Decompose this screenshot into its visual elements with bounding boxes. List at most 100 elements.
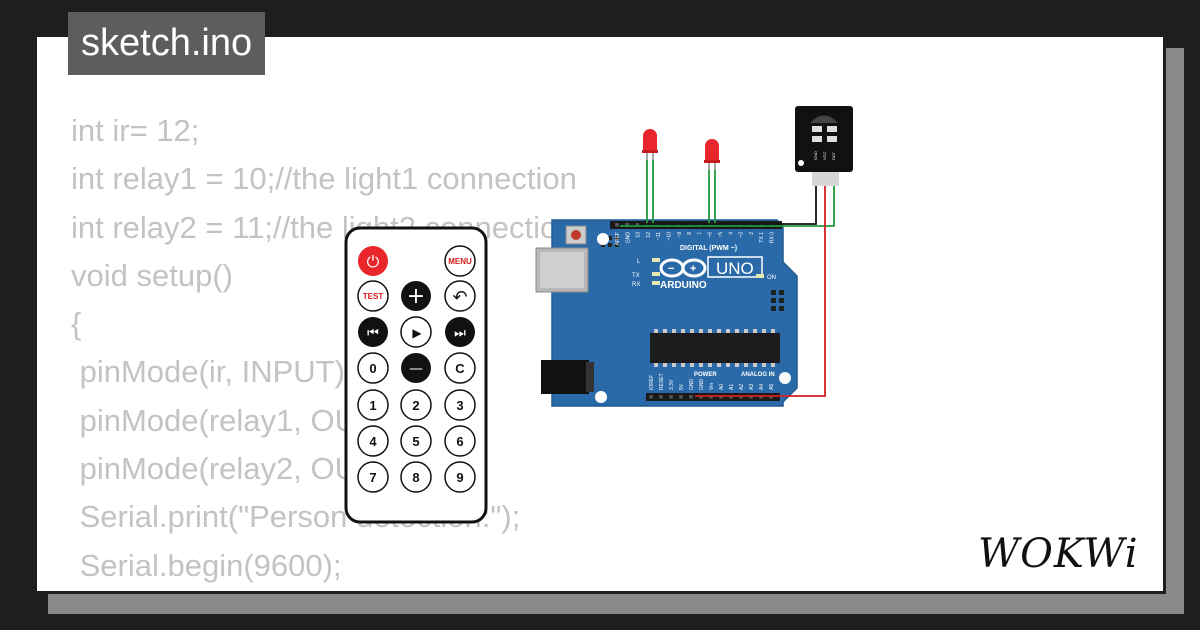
remote-minus-button[interactable]: — xyxy=(401,353,431,383)
pin-label: ~10 xyxy=(667,232,673,241)
remote-8-button[interactable]: 8 xyxy=(400,461,432,493)
pin-label: Vin xyxy=(709,383,715,390)
remote-0-button[interactable]: 0 xyxy=(357,352,389,384)
chip-pin xyxy=(717,363,721,367)
pin-label: A2 xyxy=(739,384,745,390)
svg-text:+: + xyxy=(690,263,696,275)
ir-remote[interactable]: ⏻ MENU TEST + ↶ ⏮ ▶ ⏭ xyxy=(344,226,488,524)
header-pin[interactable] xyxy=(635,223,640,227)
led-rx-label: RX xyxy=(632,282,640,288)
pin-label: A0 xyxy=(719,384,725,390)
chip-pin xyxy=(708,329,712,333)
chip-pin xyxy=(681,363,685,367)
chip-pin xyxy=(726,363,730,367)
remote-back-button[interactable]: ↶ xyxy=(444,280,476,312)
remote-3-button[interactable]: 3 xyxy=(444,389,476,421)
chip-pin xyxy=(690,363,694,367)
led-tx-label: TX xyxy=(632,273,640,279)
pin-label: 2 xyxy=(749,232,755,235)
header-pin[interactable] xyxy=(689,395,693,399)
pin-label: 12 xyxy=(646,232,652,238)
remote-next-button[interactable]: ⏭ xyxy=(445,317,475,347)
ir-pin-label-dat: DAT xyxy=(831,152,836,160)
svg-text:C: C xyxy=(455,361,465,376)
code-line: pinMode(ir, INPUT); xyxy=(71,354,354,390)
pin-label: RX 0 xyxy=(770,232,776,243)
header-pin[interactable] xyxy=(625,223,630,227)
svg-text:6: 6 xyxy=(456,434,463,449)
remote-play-button[interactable]: ▶ xyxy=(400,316,432,348)
remote-2-button[interactable]: 2 xyxy=(400,389,432,421)
ir-receiver-module[interactable]: GND VCC DAT xyxy=(795,106,853,186)
remote-9-button[interactable]: 9 xyxy=(444,461,476,493)
header-pin[interactable] xyxy=(649,395,653,399)
chip-pin xyxy=(744,363,748,367)
header-pin[interactable] xyxy=(679,395,683,399)
wire-ir-gnd xyxy=(639,186,817,226)
svg-text:9: 9 xyxy=(456,470,463,485)
svg-text:⏻: ⏻ xyxy=(367,252,380,271)
pin-label: ~5 xyxy=(718,232,724,238)
svg-text:—: — xyxy=(409,361,423,377)
svg-text:8: 8 xyxy=(412,470,419,485)
wires xyxy=(620,160,835,397)
wire-ir-dat xyxy=(620,186,835,227)
chip-pin xyxy=(708,363,712,367)
remote-6-button[interactable]: 6 xyxy=(444,425,476,457)
pin-label: ~6 xyxy=(708,232,714,238)
ir-pin-label-gnd: GND xyxy=(813,151,818,160)
board-model: UNO xyxy=(716,259,754,278)
power-label: POWER xyxy=(694,372,717,378)
header-pin[interactable] xyxy=(659,395,663,399)
svg-text:3: 3 xyxy=(456,398,463,413)
digital-label: DIGITAL (PWM ~) xyxy=(680,245,737,252)
code-line: { xyxy=(71,306,82,342)
board-brand: ARDUINO xyxy=(660,280,707,291)
svg-text:WOKWi: WOKWi xyxy=(978,531,1139,577)
remote-power-button[interactable]: ⏻ xyxy=(358,246,388,276)
remote-4-button[interactable]: 4 xyxy=(357,425,389,457)
svg-text:MENU: MENU xyxy=(448,257,472,266)
led-1[interactable] xyxy=(642,129,658,160)
power-header xyxy=(646,393,780,401)
code-line: void setup() xyxy=(71,257,233,293)
chip-pin xyxy=(762,329,766,333)
remote-menu-button[interactable]: MENU xyxy=(444,245,476,277)
chip-pin xyxy=(735,329,739,333)
header-pin[interactable] xyxy=(669,395,673,399)
svg-text:7: 7 xyxy=(369,470,376,485)
chip-pin xyxy=(699,363,703,367)
sketch-file-name: sketch.ino xyxy=(68,12,266,75)
pin-label: GND xyxy=(699,379,705,391)
led-on-label: ON xyxy=(767,275,776,281)
pin-label: TX 1 xyxy=(759,232,765,243)
remote-c-button[interactable]: C xyxy=(444,352,476,384)
led-l-label: L xyxy=(637,259,641,265)
remote-7-button[interactable]: 7 xyxy=(357,461,389,493)
wokwi-logo: WOKWi xyxy=(978,531,1139,577)
remote-prev-button[interactable]: ⏮ xyxy=(358,317,388,347)
pin-label: 8 xyxy=(687,232,693,235)
analog-label: ANALOG IN xyxy=(741,372,775,378)
remote-plus-button[interactable]: + xyxy=(401,281,431,311)
led-2[interactable] xyxy=(704,139,720,170)
chip-pin xyxy=(726,329,730,333)
remote-5-button[interactable]: 5 xyxy=(400,425,432,457)
chip-pin xyxy=(672,363,676,367)
svg-text:4: 4 xyxy=(369,434,377,449)
arduino-logo: − + xyxy=(659,258,707,278)
header-pin[interactable] xyxy=(615,223,619,227)
pin-label: RESET xyxy=(659,373,665,390)
svg-text:↶: ↶ xyxy=(452,287,467,308)
pin-label: ~11 xyxy=(656,232,662,240)
chip-pin xyxy=(690,329,694,333)
pin-label: GND xyxy=(689,379,695,391)
chip-pin xyxy=(663,363,667,367)
remote-test-button[interactable]: TEST xyxy=(357,280,389,312)
chip-pin xyxy=(663,329,667,333)
svg-text:⏮: ⏮ xyxy=(367,326,379,341)
pin-label: 5V xyxy=(679,383,685,390)
remote-1-button[interactable]: 1 xyxy=(357,389,389,421)
svg-text:5: 5 xyxy=(412,434,419,449)
